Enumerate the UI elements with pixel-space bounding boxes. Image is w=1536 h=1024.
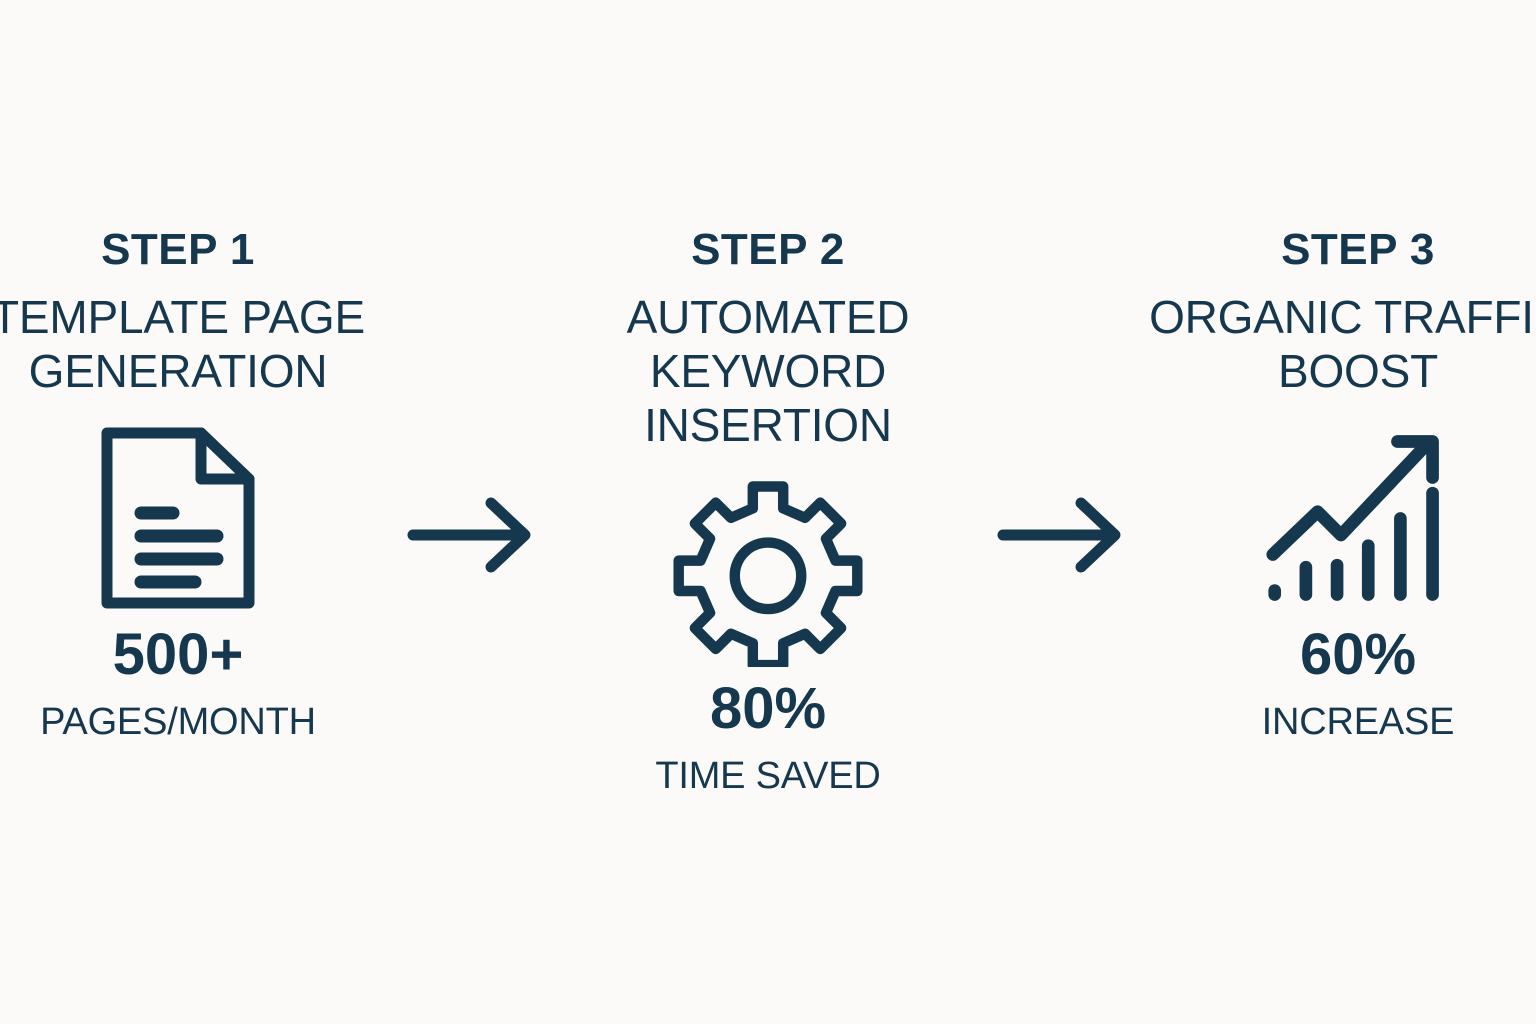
- step-title-2-line1: AUTOMATED: [626, 291, 910, 344]
- stat-value-2: 80%: [709, 675, 827, 741]
- step-title-3: ORGANIC TRAFFIC BOOST: [1149, 291, 1536, 399]
- document-icon: [101, 427, 255, 609]
- growth-chart-icon: [1265, 435, 1439, 602]
- stat-label-3: INCREASE: [1261, 700, 1455, 743]
- step-title-1: TEMPLATE PAGE GENERATION: [0, 291, 365, 399]
- step-title-2-line2: KEYWORD INSERTION: [644, 345, 892, 451]
- arrow-right-icon: [997, 497, 1121, 573]
- step-icon-wrap-1: [93, 411, 263, 626]
- step-column-2: STEP 2 AUTOMATED KEYWORD INSERTION 80% T…: [553, 225, 983, 798]
- step-column-1: STEP 1 TEMPLATE PAGE GENERATION 500+ PAG…: [0, 225, 393, 744]
- gear-icon: [673, 481, 863, 668]
- step-title-1-line2: GENERATION: [28, 345, 328, 398]
- stat-value-1: 500+: [112, 621, 244, 687]
- step-title-3-line2: BOOST: [1277, 345, 1439, 398]
- connector-1: [393, 225, 553, 575]
- connector-2: [983, 225, 1143, 575]
- stat-label-2: TIME SAVED: [655, 754, 881, 797]
- step-title-2: AUTOMATED KEYWORD INSERTION: [553, 291, 983, 452]
- step-icon-wrap-2: [673, 465, 863, 680]
- step-label-2: STEP 2: [691, 225, 845, 274]
- stat-label-1: PAGES/MONTH: [40, 700, 316, 743]
- step-title-1-line1: TEMPLATE PAGE: [0, 291, 365, 344]
- stat-value-3: 60%: [1299, 621, 1417, 687]
- step-column-3: STEP 3 ORGANIC TRAFFIC BOOST: [1143, 225, 1536, 744]
- step-label-3: STEP 3: [1281, 225, 1435, 274]
- step-label-1: STEP 1: [101, 225, 255, 274]
- step-icon-wrap-3: [1261, 411, 1456, 626]
- arrow-right-icon: [407, 497, 531, 573]
- steps-row: STEP 1 TEMPLATE PAGE GENERATION 500+ PAG…: [0, 225, 1536, 798]
- step-title-3-line1: ORGANIC TRAFFIC: [1149, 291, 1536, 344]
